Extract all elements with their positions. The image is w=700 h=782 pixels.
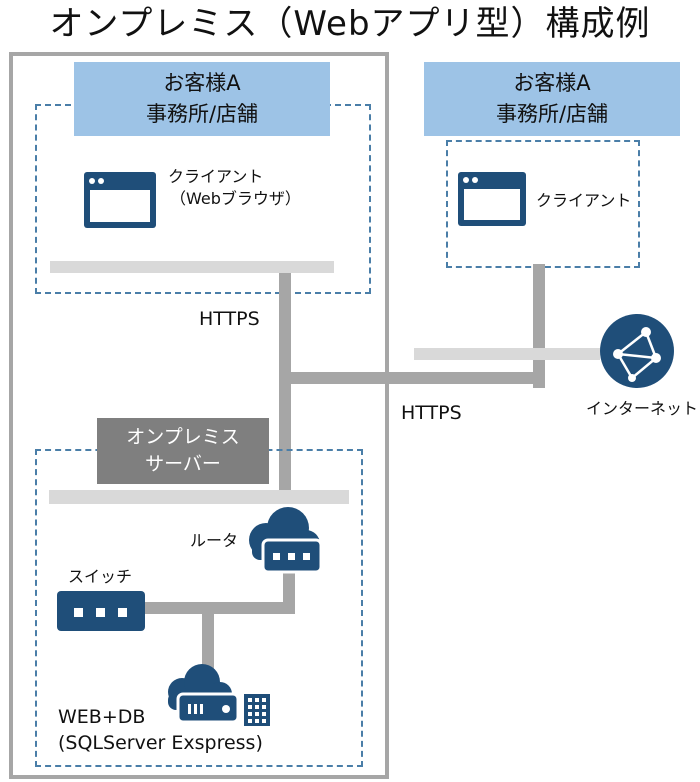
horizontal-cable <box>279 372 545 384</box>
right-vertical-cable <box>533 264 545 388</box>
https-label-middle: HTTPS <box>401 402 462 424</box>
switch-server-cable <box>202 614 214 672</box>
internet-bar <box>414 348 600 360</box>
left-site-label-line1: お客様A <box>163 71 241 95</box>
webdb-label: WEB+DB (SQLServer Exspress) <box>58 704 263 756</box>
server-label: オンプレミス サーバー <box>97 418 269 484</box>
left-site-label: お客様A 事務所/店舗 <box>74 62 330 136</box>
left-vertical-cable <box>279 273 291 495</box>
left-lan-bar <box>50 261 334 273</box>
client-window-icon <box>456 170 528 228</box>
browser-window-icon <box>82 170 158 230</box>
right-site-label: お客様A 事務所/店舗 <box>424 62 680 136</box>
server-lan-bar <box>49 490 349 504</box>
internet-globe-icon <box>598 312 676 390</box>
switch-label: スイッチ <box>68 567 133 586</box>
webdb-server-icon <box>162 664 274 734</box>
internet-label: インターネット <box>586 399 699 418</box>
router-label: ルータ <box>190 531 239 550</box>
left-client-line2: （Webブラウザ） <box>170 189 301 208</box>
right-site-label-line2: 事務所/店舗 <box>495 102 609 126</box>
right-client-label: クライアント <box>536 191 632 210</box>
webdb-label-line2: (SQLServer Exspress) <box>58 732 263 754</box>
onpremise-boundary <box>9 52 389 779</box>
left-client-label: クライアント （Webブラウザ） <box>168 166 301 210</box>
right-site-label-line1: お客様A <box>513 71 591 95</box>
switch-device-icon <box>56 590 146 632</box>
webdb-label-line1: WEB+DB <box>58 706 146 728</box>
router-cloud-icon <box>244 506 324 576</box>
https-label-left: HTTPS <box>199 308 260 330</box>
left-client-line1: クライアント <box>168 167 264 186</box>
left-site-label-line2: 事務所/店舗 <box>145 102 259 126</box>
diagram-title: オンプレミス（Webアプリ型）構成例 <box>49 4 651 44</box>
switch-router-cable <box>144 602 295 614</box>
server-label-line2: サーバー <box>145 453 221 475</box>
server-label-line1: オンプレミス <box>126 426 240 448</box>
